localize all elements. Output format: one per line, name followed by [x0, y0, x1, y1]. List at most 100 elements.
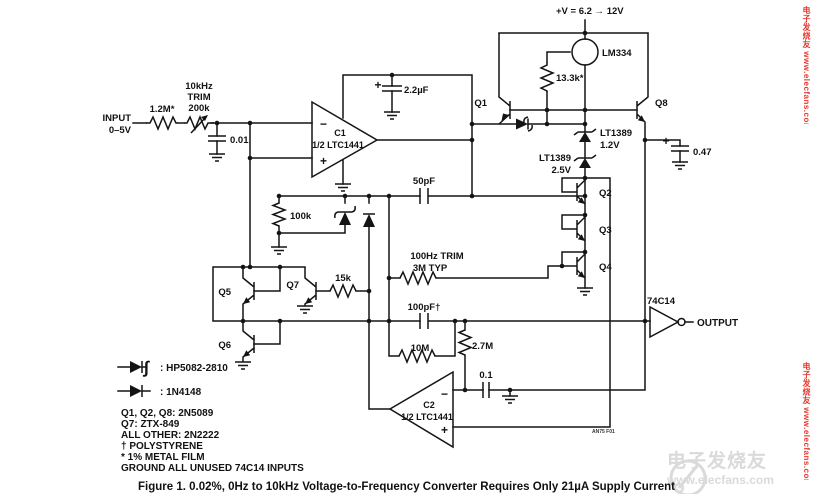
cap-0p01 — [208, 135, 226, 142]
lt1389-1v2-icon — [579, 132, 591, 142]
label-q6: Q6 — [218, 340, 231, 351]
comparator-c1 — [311, 100, 379, 179]
lm334-symbol — [571, 38, 599, 66]
hp-diode2-bar — [334, 205, 356, 219]
label-trim10k-2: TRIM — [187, 92, 210, 103]
label-lm334: LM334 — [602, 48, 632, 59]
c1-name: C1 — [334, 128, 346, 138]
label-trim100hz-1: 100Hz TRIM — [410, 251, 463, 262]
watermark-red-bottom: 电子发烧友 www.elecfans.com — [802, 362, 811, 480]
label-r15k: 15k — [335, 273, 352, 284]
label-r2p7m: 2.7M — [472, 341, 493, 352]
c1-plus: + — [320, 154, 327, 168]
label-output: OUTPUT — [697, 318, 738, 329]
label-q1: Q1 — [474, 98, 487, 109]
transistor-q7 — [304, 267, 317, 306]
cap-0p47 — [671, 145, 689, 152]
label-r10m: 10M — [411, 343, 430, 354]
watermark-red-top: 电子发烧友 www.elecfans.com — [802, 6, 811, 124]
hp-diode-bar — [523, 116, 533, 132]
transistor-q5 — [242, 267, 255, 321]
c2-name: C2 — [423, 400, 435, 410]
label-q8: Q8 — [655, 98, 668, 109]
watermark-url: www.elecfans.com — [667, 473, 774, 487]
trimpot-arrowhead — [201, 115, 208, 121]
label-q4: Q4 — [599, 262, 612, 273]
label-lt1389a: LT1389 — [600, 128, 632, 139]
label-trim10k-3: 200k — [188, 103, 210, 114]
legend-hp-diode-icon: ∫ — [130, 358, 150, 377]
cap-50pf — [419, 188, 429, 204]
legend-hp-label: : HP5082-2810 — [160, 363, 228, 374]
label-q5: Q5 — [218, 287, 231, 298]
label-r100k: 100k — [290, 211, 312, 222]
input-label-1: INPUT — [103, 113, 132, 124]
lt1389-2v5-bar — [573, 154, 597, 162]
label-lt1389b: LT1389 — [539, 153, 571, 164]
transistor-q2 — [561, 177, 586, 205]
cap-2p2uf — [382, 85, 402, 92]
lt1389-1v2-bar — [573, 128, 597, 136]
watermark-title: 电子发烧友 — [667, 451, 768, 472]
transistor-q8 — [636, 33, 649, 140]
resistor-13p3k — [539, 62, 555, 92]
legend-integral-glyph: ∫ — [142, 358, 150, 377]
lt1389-2v5-icon — [579, 158, 591, 168]
c0p47-plus: + — [662, 134, 669, 148]
hp-diode-icon — [516, 118, 528, 130]
label-c0p1: 0.1 — [479, 370, 493, 381]
transistor-q1 — [498, 33, 511, 125]
resistor-3m-trim — [399, 270, 437, 286]
resistor-2p7m — [457, 329, 473, 356]
trimpot-arrow — [190, 116, 207, 134]
transistor-q3 — [561, 214, 586, 242]
resistor-10m — [398, 348, 436, 364]
note-6: GROUND ALL UNUSED 74C14 INPUTS — [121, 463, 304, 474]
legend-1n4148-icon — [130, 385, 143, 397]
inverter-74c14 — [649, 305, 680, 339]
resistor-100k — [270, 202, 288, 227]
c1-minus: − — [320, 117, 327, 131]
resistor-1p2m — [146, 115, 178, 131]
label-c50pf: 50pF — [413, 176, 435, 187]
legend-1n4148-label: : 1N4148 — [160, 387, 202, 398]
junction-dots — [214, 30, 648, 393]
input-label-2: 0–5V — [109, 125, 132, 136]
label-trim10k-1: 10kHz — [185, 81, 213, 92]
hp-diode2-icon — [339, 212, 351, 225]
c1-type: 1/2 LTC1441 — [312, 140, 364, 150]
note-1: Q1, Q2, Q8: 2N5089 — [121, 408, 214, 419]
label-q7: Q7 — [286, 280, 299, 291]
trimpot-200k — [184, 115, 214, 131]
note-2: Q7: ZTX-849 — [121, 419, 180, 430]
figure-caption: Figure 1. 0.02%, 0Hz to 10kHz Voltage-to… — [137, 481, 676, 493]
label-lt1389b-v: 2.5V — [551, 165, 571, 176]
note-5: * 1% METAL FILM — [121, 452, 205, 463]
elecfans-logo-icon — [669, 459, 707, 494]
c2p2uf-plus: + — [374, 78, 381, 92]
supply-label: +V = 6.2 → 12V — [556, 6, 624, 17]
label-74c14: 74C14 — [647, 296, 676, 307]
cap-100pf — [419, 313, 429, 329]
label-c2p2uf: 2.2µF — [404, 85, 429, 96]
label-lt1389a-v: 1.2V — [600, 140, 620, 151]
note-3: ALL OTHER: 2N2222 — [121, 430, 220, 441]
elecfans-watermark: 电子发烧友 www.elecfans.com — [667, 451, 813, 494]
note-4: † POLYSTYRENE — [121, 441, 203, 452]
label-q2: Q2 — [599, 188, 612, 199]
label-r13p3k: 13.3k* — [556, 73, 584, 84]
c2-type: 1/2 LTC1441 — [401, 412, 453, 422]
transistor-q6 — [242, 321, 255, 362]
ground-symbols — [209, 111, 688, 404]
wires — [117, 19, 694, 428]
resistor-15k — [329, 283, 357, 299]
label-fignum: AN75 F01 — [592, 429, 615, 435]
c2-minus: − — [441, 387, 448, 401]
label-c0p01: 0.01 — [230, 135, 249, 146]
c2-plus: + — [441, 423, 448, 437]
label-q3: Q3 — [599, 225, 612, 236]
label-r1p2m: 1.2M* — [150, 104, 175, 115]
comparator-c2 — [388, 370, 454, 449]
